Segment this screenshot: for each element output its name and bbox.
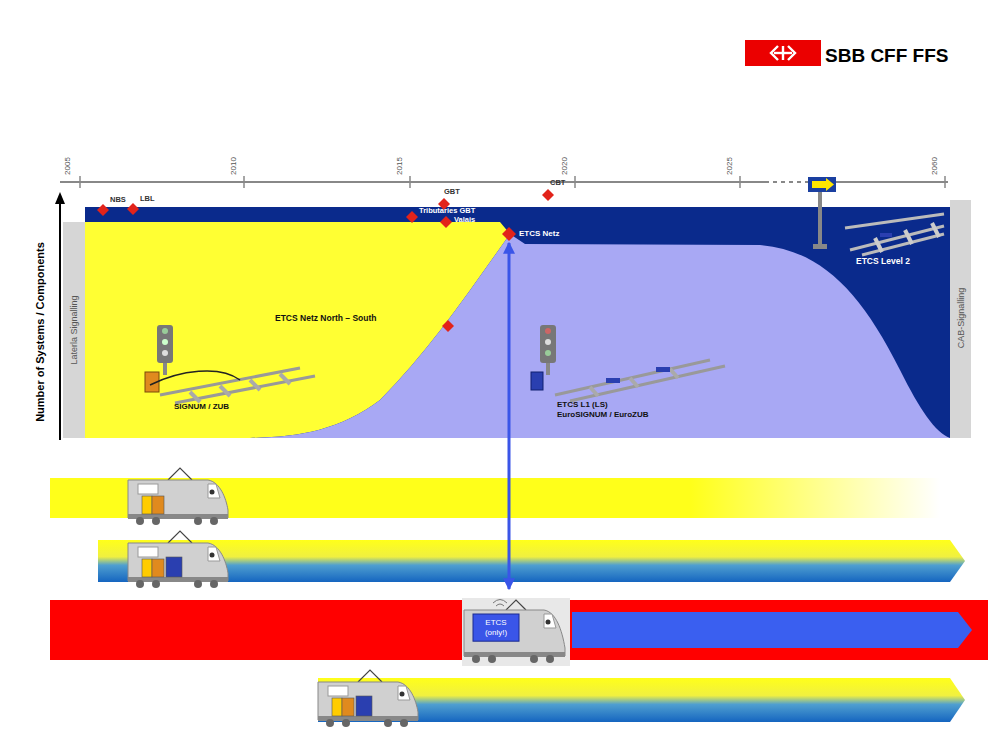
signum-train-band bbox=[50, 478, 940, 518]
train-outline bbox=[462, 590, 570, 666]
rotated-label: 2010 bbox=[229, 157, 238, 175]
chart-label: SBB CFF FFS bbox=[825, 45, 949, 67]
chart-label: LBL bbox=[140, 195, 155, 204]
rotated-label: CAB-Signalling bbox=[956, 288, 966, 349]
chart-label: Tributaries GBT bbox=[419, 207, 475, 216]
etcs-l1-area bbox=[250, 234, 950, 438]
signum-signal bbox=[145, 325, 315, 403]
etcs-only-arrow bbox=[572, 612, 972, 648]
chart-label: GBT bbox=[444, 188, 460, 197]
chart-label: ETCS Netz North – South bbox=[275, 314, 377, 324]
chart-label: Valais bbox=[454, 216, 475, 225]
etcs-l1-signal bbox=[531, 325, 725, 401]
milestone-diamonds bbox=[97, 189, 554, 332]
double-arrow-connector bbox=[508, 243, 511, 589]
rotated-label: Number of Systems / Components bbox=[34, 242, 47, 422]
rotated-label: Laterla Signalling bbox=[69, 295, 79, 364]
chart-label: EuroSIGNUM / EuroZUB bbox=[557, 410, 649, 419]
train-system-label: ETCS (only!) bbox=[476, 618, 516, 637]
chart-label: CBT bbox=[550, 179, 565, 188]
chart-label: ETCS L1 (LS) bbox=[557, 400, 608, 409]
level2-track bbox=[845, 214, 944, 255]
milestone-label: ETCS Netz bbox=[519, 227, 561, 241]
rotated-label: 2060 bbox=[930, 157, 939, 175]
lateral-bar bbox=[63, 222, 85, 438]
level2-flag bbox=[808, 177, 836, 249]
cab-bar bbox=[950, 200, 971, 438]
rotated-label: 2025 bbox=[725, 157, 734, 175]
chart-label: NBS bbox=[110, 196, 126, 205]
milestone-diamond bbox=[502, 227, 516, 241]
train-icon bbox=[128, 468, 228, 525]
rotated-label: 2020 bbox=[560, 157, 569, 175]
chart-label: SIGNUM / ZUB bbox=[174, 402, 229, 411]
logo-symbol bbox=[771, 46, 795, 60]
dual-train-band bbox=[98, 540, 965, 582]
logo-bar bbox=[745, 40, 821, 66]
milestone-node: ETCS Netz bbox=[502, 227, 561, 241]
train-icon bbox=[128, 531, 228, 588]
new-train-band bbox=[318, 678, 965, 722]
rotated-label: 2015 bbox=[395, 157, 404, 175]
train-icon bbox=[318, 670, 418, 727]
radio-waves bbox=[493, 600, 507, 607]
chart-label: ETCS Level 2 bbox=[856, 257, 910, 267]
rotated-label: 2005 bbox=[63, 157, 72, 175]
train-node: ETCS (only!) bbox=[462, 590, 570, 666]
